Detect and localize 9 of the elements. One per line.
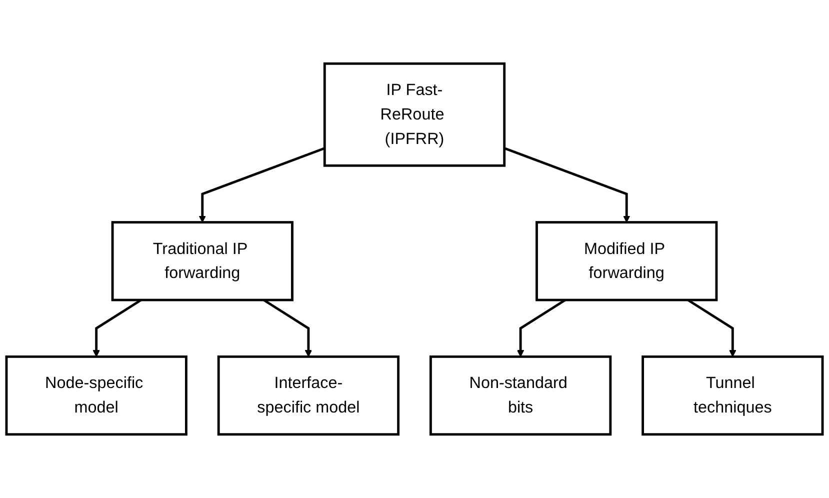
node-box: Non-standard bits <box>429 355 612 436</box>
node-box: IP Fast-ReRoute (IPFRR) <box>323 62 506 167</box>
node-box: Tunnel techniques <box>642 355 824 436</box>
node-box: Modified IP forwarding <box>536 221 718 302</box>
node-box: Node-specific model <box>5 355 188 436</box>
node-box: Interface-specific model <box>217 355 400 436</box>
arrow <box>198 147 326 223</box>
arrow <box>504 147 630 223</box>
node-box: Traditional IP forwarding <box>111 221 294 302</box>
